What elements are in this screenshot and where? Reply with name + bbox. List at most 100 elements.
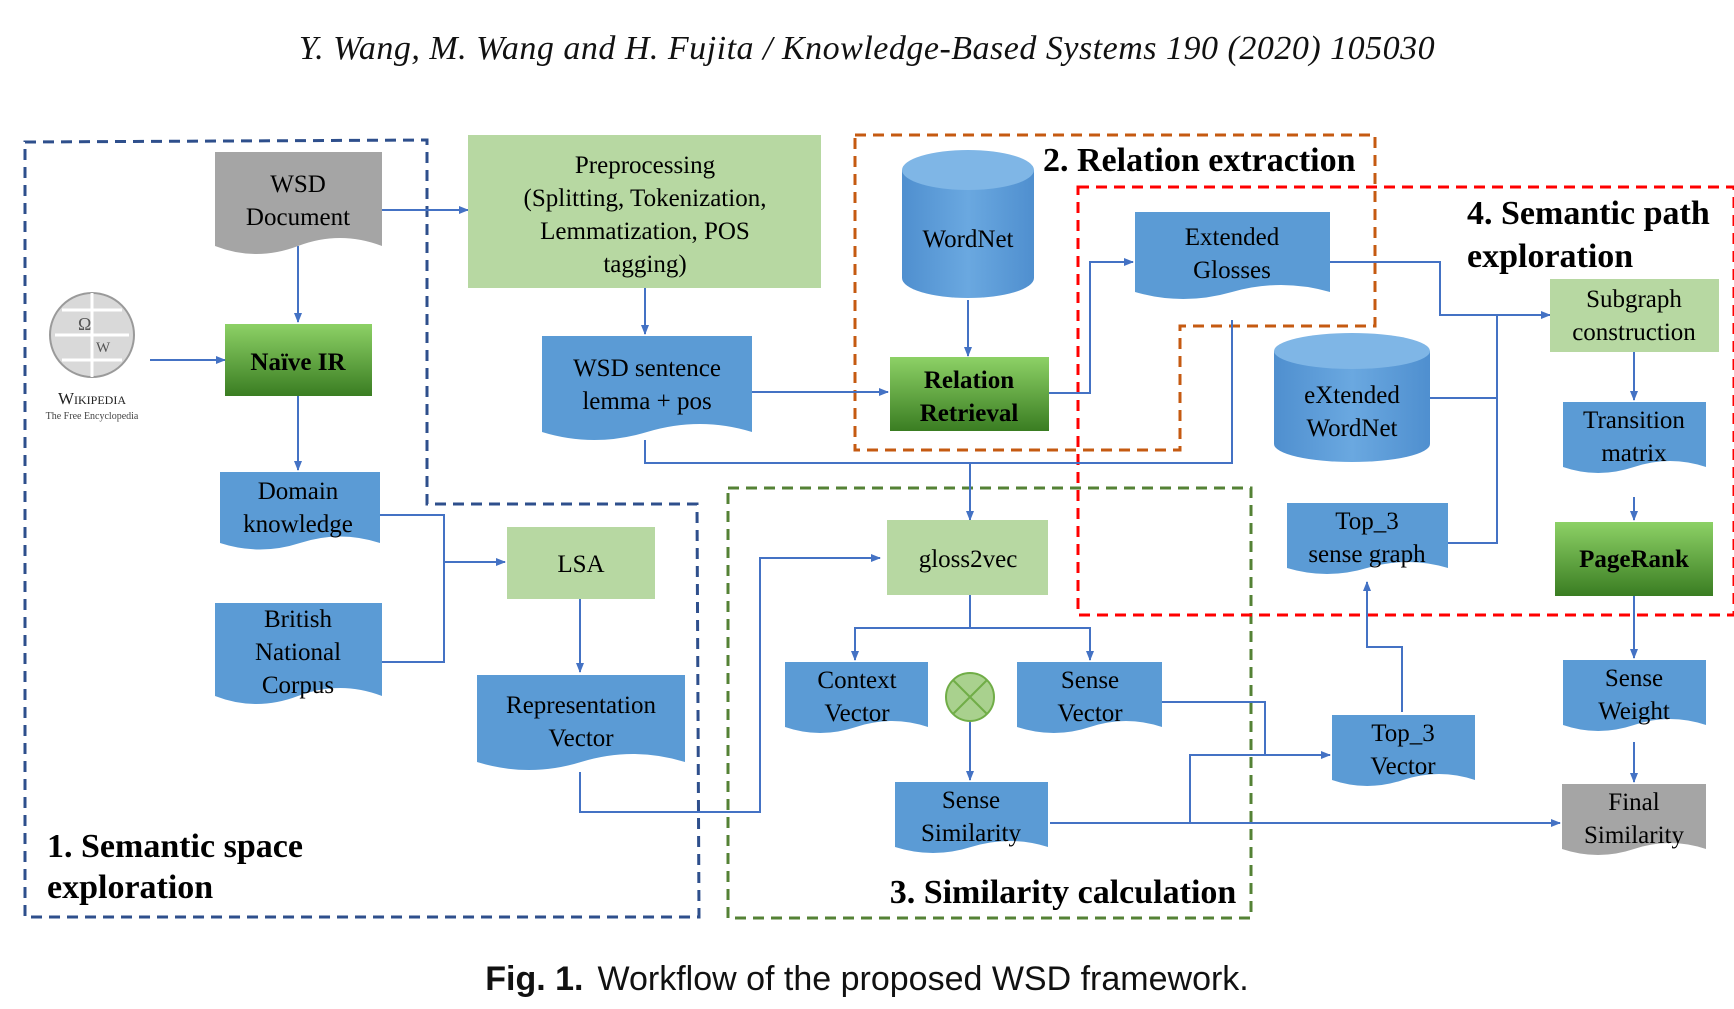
- svg-text:Final: Final: [1608, 789, 1659, 816]
- svg-text:Sense: Sense: [1061, 667, 1119, 694]
- svg-text:Sense: Sense: [1605, 665, 1663, 692]
- figure-caption-label: Fig. 1.: [485, 960, 584, 998]
- svg-text:lemma + pos: lemma + pos: [582, 388, 711, 415]
- svg-text:Domain: Domain: [258, 478, 339, 505]
- svg-text:Subgraph: Subgraph: [1586, 286, 1682, 313]
- svg-text:Relation: Relation: [924, 367, 1014, 394]
- arrow-repvec-to-gloss2vec: [579, 554, 881, 813]
- region-semantic-space-title-1: 1. Semantic space: [47, 828, 303, 865]
- svg-text:Context: Context: [817, 667, 896, 694]
- node-transition-matrix: Transition matrix: [1563, 402, 1706, 473]
- svg-text:Wikipedia: Wikipedia: [58, 389, 126, 408]
- svg-text:sense graph: sense graph: [1308, 541, 1426, 568]
- node-extended-wordnet: eXtended WordNet: [1274, 333, 1430, 462]
- region-semantic-path-border: [1076, 185, 1734, 617]
- node-sense-weight: Sense Weight: [1563, 660, 1706, 731]
- line-graph-to-subgraph: [1448, 398, 1498, 544]
- svg-text:construction: construction: [1572, 319, 1696, 346]
- node-representation-vector: Representation Vector: [477, 675, 685, 770]
- node-top3-sense-graph: Top_3 sense graph: [1287, 503, 1448, 574]
- arrow-top3vec-to-graph: [1363, 581, 1403, 712]
- region-similarity-calculation-title: 3. Similarity calculation: [890, 874, 1237, 911]
- svg-text:Vector: Vector: [1057, 700, 1123, 727]
- svg-text:LSA: LSA: [557, 551, 604, 578]
- region-semantic-space-border: [23, 138, 701, 919]
- svg-text:Retrieval: Retrieval: [920, 400, 1019, 427]
- svg-text:The Free Encyclopedia: The Free Encyclopedia: [46, 411, 139, 422]
- svg-text:Document: Document: [246, 204, 350, 231]
- svg-text:Representation: Representation: [506, 692, 656, 719]
- svg-text:matrix: matrix: [1601, 440, 1667, 467]
- svg-text:WordNet: WordNet: [922, 226, 1013, 253]
- svg-text:Vector: Vector: [1370, 753, 1436, 780]
- arrow-relation-to-glosses: [1049, 258, 1134, 394]
- figure-caption: Fig. 1. Workflow of the proposed WSD fram…: [0, 960, 1734, 999]
- svg-text:knowledge: knowledge: [243, 511, 353, 538]
- figure-caption-text: Workflow of the proposed WSD framework.: [597, 960, 1249, 998]
- connectors: [150, 206, 1638, 827]
- node-domain-knowledge: Domain knowledge: [220, 472, 380, 550]
- svg-text:Preprocessing: Preprocessing: [575, 152, 716, 179]
- line-gloss2vec-split: [854, 595, 971, 660]
- line-sense-sim-to-top3vec: [1189, 754, 1265, 823]
- combine-operator-icon: [945, 672, 995, 722]
- arrow-domain-to-lsa: [380, 514, 506, 566]
- node-pagerank: PageRank: [1555, 522, 1713, 596]
- svg-text:Glosses: Glosses: [1193, 257, 1271, 284]
- node-naive-ir: Naïve IR: [225, 324, 372, 396]
- svg-text:Ω: Ω: [78, 314, 91, 334]
- node-lsa: LSA: [507, 527, 655, 599]
- svg-text:WordNet: WordNet: [1306, 415, 1397, 442]
- svg-text:British: British: [264, 606, 333, 633]
- svg-text:Similarity: Similarity: [921, 820, 1022, 847]
- line-xwordnet-to-subgraph: [1430, 315, 1498, 399]
- region-relation-extraction-title: 2. Relation extraction: [1043, 142, 1356, 179]
- svg-text:National: National: [255, 639, 341, 666]
- svg-text:PageRank: PageRank: [1579, 546, 1689, 573]
- node-context-vector: Context Vector: [785, 662, 928, 733]
- region-semantic-path-title-1: 4. Semantic path: [1467, 195, 1710, 232]
- region-semantic-path-title-2: exploration: [1467, 238, 1633, 275]
- arrow-glosses-to-subgraph: [1330, 261, 1551, 319]
- node-wsd-document: WSD Document: [215, 152, 382, 254]
- svg-text:eXtended: eXtended: [1304, 382, 1400, 409]
- node-relation-retrieval: Relation Retrieval: [890, 357, 1049, 431]
- svg-text:tagging): tagging): [603, 251, 686, 278]
- page-header: Y. Wang, M. Wang and H. Fujita / Knowled…: [298, 30, 1436, 67]
- node-extended-glosses: Extended Glosses: [1135, 212, 1330, 299]
- svg-text:Vector: Vector: [824, 700, 890, 727]
- svg-text:Extended: Extended: [1185, 224, 1280, 251]
- line-bnc-to-lsa: [382, 562, 445, 663]
- node-sense-similarity: Sense Similarity: [895, 782, 1048, 853]
- region-relation-extraction-border: [853, 133, 1377, 452]
- arrow-gloss2vec-to-sense-vector: [970, 627, 1094, 661]
- svg-text:Vector: Vector: [548, 725, 614, 752]
- svg-text:Corpus: Corpus: [262, 672, 334, 699]
- node-preprocessing: Preprocessing (Splitting, Tokenization, …: [468, 135, 821, 288]
- svg-text:Sense: Sense: [942, 787, 1000, 814]
- svg-text:Transition: Transition: [1583, 407, 1685, 434]
- arrow-sense-vector-to-top3vec: [1162, 701, 1331, 759]
- wikipedia-logo: Ω W Wikipedia The Free Encyclopedia: [46, 292, 139, 422]
- node-wordnet: WordNet: [902, 150, 1034, 298]
- svg-text:WSD: WSD: [270, 171, 326, 198]
- node-gloss2vec: gloss2vec: [887, 520, 1048, 595]
- svg-text:Naïve IR: Naïve IR: [250, 349, 346, 376]
- node-sense-vector: Sense Vector: [1017, 662, 1162, 733]
- arrow-glosses-to-gloss2vec: [966, 320, 1233, 521]
- svg-text:Similarity: Similarity: [1584, 822, 1685, 849]
- svg-text:WSD sentence: WSD sentence: [573, 355, 721, 382]
- svg-text:Top_3: Top_3: [1371, 720, 1435, 747]
- node-british-national-corpus: British National Corpus: [215, 603, 382, 704]
- svg-text:(Splitting, Tokenization,: (Splitting, Tokenization,: [524, 185, 767, 212]
- svg-text:Lemmatization, POS: Lemmatization, POS: [540, 218, 750, 245]
- svg-text:W: W: [96, 340, 111, 356]
- node-final-similarity: Final Similarity: [1562, 784, 1706, 855]
- svg-text:Top_3: Top_3: [1335, 508, 1399, 535]
- svg-text:gloss2vec: gloss2vec: [919, 546, 1018, 573]
- region-semantic-space-title-2: exploration: [47, 869, 213, 906]
- line-sentence-to-gloss2vec: [644, 440, 970, 464]
- node-top3-vector: Top_3 Vector: [1332, 715, 1475, 786]
- svg-text:Weight: Weight: [1598, 698, 1670, 725]
